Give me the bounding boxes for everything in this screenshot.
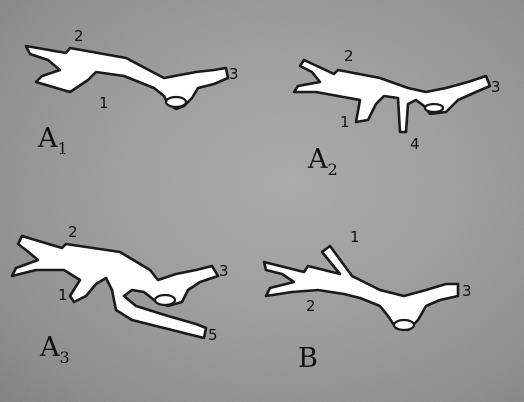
branch-label-a3-3: 3 — [219, 262, 229, 280]
branch-label-a2-1: 1 — [340, 113, 350, 131]
vessel-opening-b — [394, 320, 414, 330]
vessel-opening-a1 — [166, 97, 186, 107]
branch-label-a3-2: 2 — [68, 223, 78, 241]
vessel-opening-a2 — [425, 104, 443, 112]
branch-label-a2-3: 3 — [491, 78, 501, 96]
branch-label-a1-3: 3 — [229, 65, 239, 83]
branch-label-a3-5: 5 — [208, 326, 218, 344]
panel-label-b: B — [298, 343, 318, 374]
branch-label-a2-4: 4 — [410, 135, 420, 153]
branch-label-b-2: 2 — [306, 297, 316, 315]
branch-label-a1-1: 1 — [99, 94, 109, 112]
branch-label-b-3: 3 — [462, 282, 472, 300]
branch-label-a1-2: 2 — [74, 27, 84, 45]
branch-label-a2-2: 2 — [344, 47, 354, 65]
branch-label-b-1: 1 — [350, 228, 360, 246]
branch-label-a3-1: 1 — [58, 286, 68, 304]
vessel-opening-a3 — [155, 295, 175, 305]
